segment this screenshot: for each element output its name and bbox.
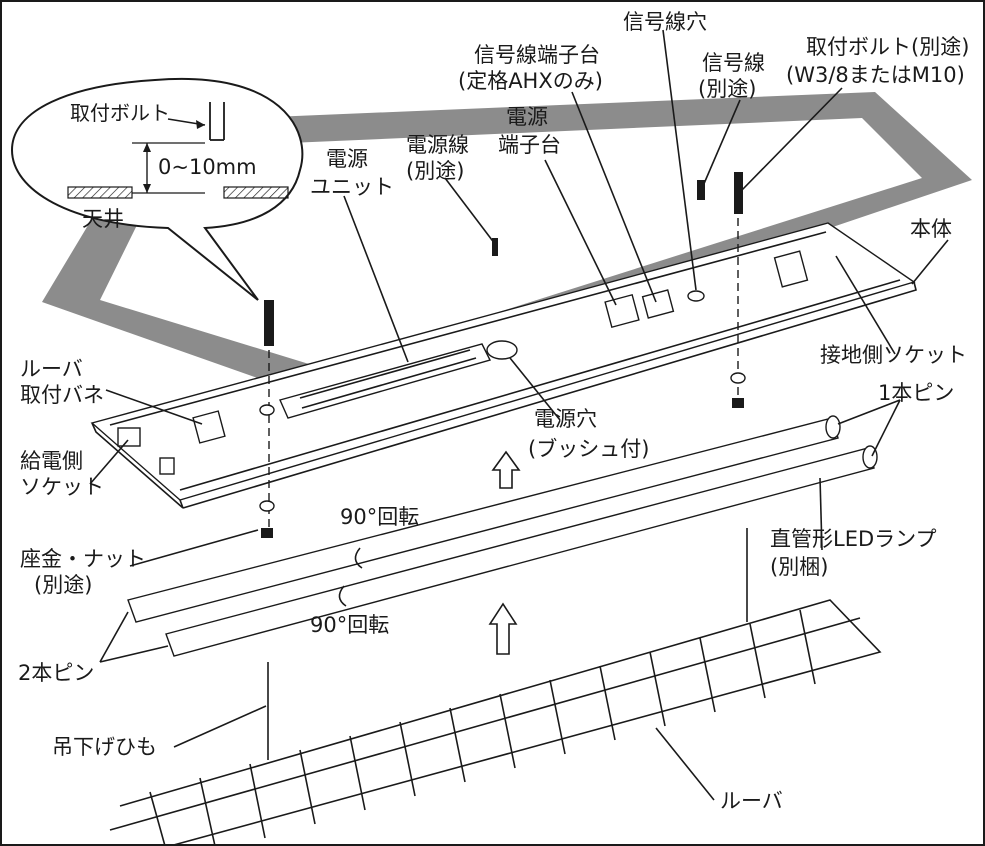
label-rotate-upper: 90°回転 <box>340 505 419 529</box>
label-louver: ルーバ <box>720 789 783 813</box>
up-arrow-upper <box>491 450 521 489</box>
label-louver-spring: ルーバ <box>20 357 83 381</box>
label-power-unit-2: ユニット <box>310 175 394 199</box>
ceiling-left <box>67 186 133 199</box>
label-mount-bolt: 取付ボルト(別途) <box>806 35 969 59</box>
leader-lines <box>89 29 949 801</box>
label-signal-terminal-note: (定格AHXのみ) <box>458 69 603 93</box>
left-mount-bolt <box>259 300 275 538</box>
label-louver-spring-2: 取付バネ <box>20 383 104 407</box>
label-power-wire-note: (別途) <box>406 159 464 183</box>
signal-wire <box>697 180 705 200</box>
label-power-terminal-2: 端子台 <box>498 133 561 157</box>
louver-grid <box>109 599 882 846</box>
ground-socket <box>773 250 809 288</box>
label-signal-wire-note: (別途) <box>698 77 756 101</box>
label-power-hole: 電源穴 <box>534 407 597 431</box>
louver-spring <box>192 410 226 444</box>
feed-socket-2 <box>159 457 175 475</box>
callout-ceiling-label: 天井 <box>82 207 124 231</box>
callout-bolt-label: 取付ボルト <box>70 101 170 125</box>
label-led-lamp: 直管形LEDランプ <box>770 527 937 551</box>
label-power-wire: 電源線 <box>406 133 469 157</box>
signal-terminal-block <box>641 289 675 319</box>
ceiling-opening-frame <box>42 92 972 400</box>
power-hole <box>486 340 518 360</box>
label-signal-terminal: 信号線端子台 <box>474 43 600 67</box>
label-power-hole-note: (ブッシュ付) <box>528 437 649 461</box>
power-unit <box>279 343 492 419</box>
label-power-terminal: 電源 <box>506 105 548 129</box>
power-terminal-block <box>604 293 640 329</box>
led-lamp-upper <box>127 415 841 623</box>
label-one-pin: 1本ピン <box>878 381 954 405</box>
label-washer-nut: 座金・ナット <box>20 547 146 571</box>
signal-hole <box>687 290 705 302</box>
rotation-arrow-lower <box>338 585 347 607</box>
callout-bubble: 取付ボルト 0~10mm 天井 <box>10 77 304 301</box>
label-two-pin: 2本ピン <box>18 661 94 685</box>
label-signal-wire: 信号線 <box>702 51 765 75</box>
label-hanging-cord: 吊下げひも <box>52 735 157 759</box>
label-rotate-lower: 90°回転 <box>310 613 389 637</box>
rotation-arrow-upper <box>354 547 363 569</box>
feed-socket <box>117 427 141 447</box>
led-lamp-lower <box>165 445 878 657</box>
label-power-unit: 電源 <box>326 147 368 171</box>
label-feed-socket: 給電側 <box>20 449 83 473</box>
label-mount-bolt-spec: (W3/8またはM10) <box>786 63 965 87</box>
label-signal-hole: 信号線穴 <box>623 10 707 34</box>
label-washer-nut-note: (別途) <box>34 573 92 597</box>
label-body: 本体 <box>910 217 952 241</box>
power-wire <box>492 238 498 256</box>
label-led-lamp-note: (別梱) <box>770 555 828 579</box>
label-feed-socket-2: ソケット <box>20 475 104 499</box>
ceiling-right <box>223 186 289 199</box>
up-arrow-lower <box>488 602 518 655</box>
label-ground-socket: 接地側ソケット <box>820 343 967 367</box>
callout-range-label: 0~10mm <box>158 155 257 179</box>
right-mount-bolt <box>730 172 746 408</box>
